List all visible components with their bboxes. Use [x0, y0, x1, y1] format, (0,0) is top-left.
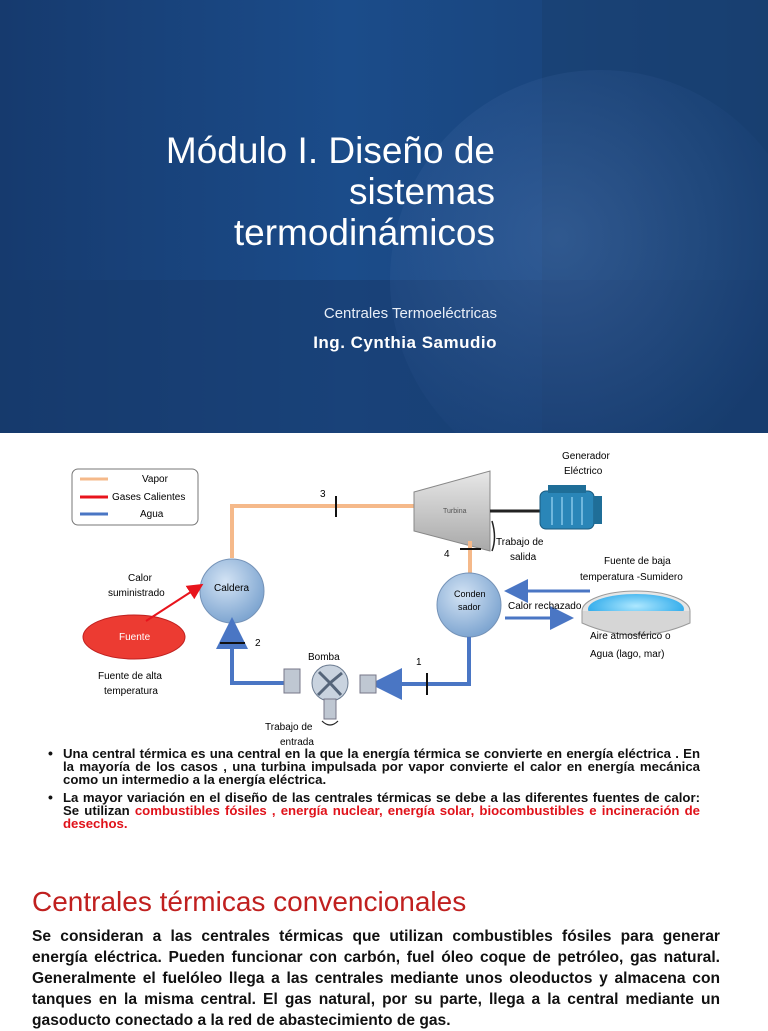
- power-plant-diagram: Vapor Gases Calientes Agua 3 Turbina Gen…: [71, 451, 691, 748]
- work-out-label-2: salida: [510, 552, 537, 563]
- heat-supplied-label-1: Calor: [128, 573, 153, 584]
- body-paragraph: Se consideran a las centrales térmicas q…: [32, 928, 720, 1029]
- generator-icon: [539, 485, 602, 530]
- point-4-label: 4: [444, 549, 450, 560]
- high-temp-label-2: temperatura: [104, 686, 158, 697]
- heat-supply-arrow: [145, 583, 204, 622]
- title-line-3: termodinámicos: [233, 212, 495, 253]
- pool-icon: [581, 590, 691, 636]
- heat-rejected-label: Calor rechazado: [508, 601, 582, 612]
- background-circle: [390, 70, 768, 433]
- pump-icon: [283, 664, 377, 726]
- legend-gases: Gases Calientes: [112, 492, 185, 503]
- pump-label: Bomba: [308, 652, 340, 663]
- point-2-label: 2: [255, 638, 261, 649]
- legend-agua: Agua: [140, 509, 164, 520]
- point-3-label: 3: [320, 489, 326, 500]
- point-1-label: 1: [416, 657, 422, 668]
- heat-supplied-label-2: suministrado: [108, 588, 165, 599]
- generator-label-2: Eléctrico: [564, 466, 603, 477]
- low-temp-label-2: temperatura -Sumidero: [580, 572, 683, 583]
- sink-label-1: Aire atmosférico o: [590, 631, 671, 642]
- title-line-2: sistemas: [349, 171, 495, 212]
- turbine: Turbina: [413, 470, 491, 552]
- legend-vapor: Vapor: [142, 474, 169, 485]
- condenser-label-2: sador: [458, 602, 481, 612]
- bullet-2: La mayor variación en el diseño de las c…: [48, 791, 700, 830]
- slide-subtitle: Centrales Termoeléctricas: [323, 305, 497, 322]
- water-pipe-condenser-pump: [370, 637, 471, 700]
- bullet-1: Una central térmica es una central en la…: [48, 747, 700, 786]
- title-slide: Módulo I. Diseño de sistemas termodinámi…: [0, 0, 768, 433]
- high-temp-label-1: Fuente de alta: [98, 671, 162, 682]
- slide-author: Ing. Cynthia Samudio: [313, 333, 497, 352]
- heat-source: [82, 614, 186, 660]
- sink-label-2: Agua (lago, mar): [590, 649, 664, 660]
- slide-title: Módulo I. Diseño de sistemas termodinámi…: [15, 130, 495, 253]
- turbine-label: Turbina: [443, 508, 467, 515]
- low-temp-label-1: Fuente de baja: [604, 556, 671, 567]
- vapor-pipe-boiler-turbine: [230, 504, 414, 558]
- section-title: Centrales térmicas convencionales: [32, 886, 467, 917]
- boiler-label: Caldera: [214, 583, 249, 594]
- title-line-1: Módulo I. Diseño de: [165, 130, 495, 171]
- water-pipe-pump-boiler: [216, 617, 290, 685]
- generator-label-1: Generador: [562, 451, 610, 462]
- bullet-2-highlight: combustibles fósiles , energía nuclear, …: [63, 803, 700, 831]
- work-out-arrow: [491, 520, 496, 552]
- background-band: [0, 280, 768, 433]
- bullet-2-text: La mayor variación en el diseño de las c…: [63, 790, 700, 818]
- work-in-label-2: entrada: [280, 737, 314, 748]
- content-slide: Vapor Gases Calientes Agua 3 Turbina Gen…: [0, 433, 768, 1029]
- bullet-list: Una central térmica es una central en la…: [48, 747, 700, 835]
- legend: Vapor Gases Calientes Agua: [71, 468, 199, 526]
- work-in-label-1: Trabajo de: [265, 722, 313, 733]
- work-out-label-1: Trabajo de: [496, 537, 544, 548]
- heat-source-label: Fuente: [119, 632, 151, 643]
- condenser-label-1: Conden: [454, 589, 486, 599]
